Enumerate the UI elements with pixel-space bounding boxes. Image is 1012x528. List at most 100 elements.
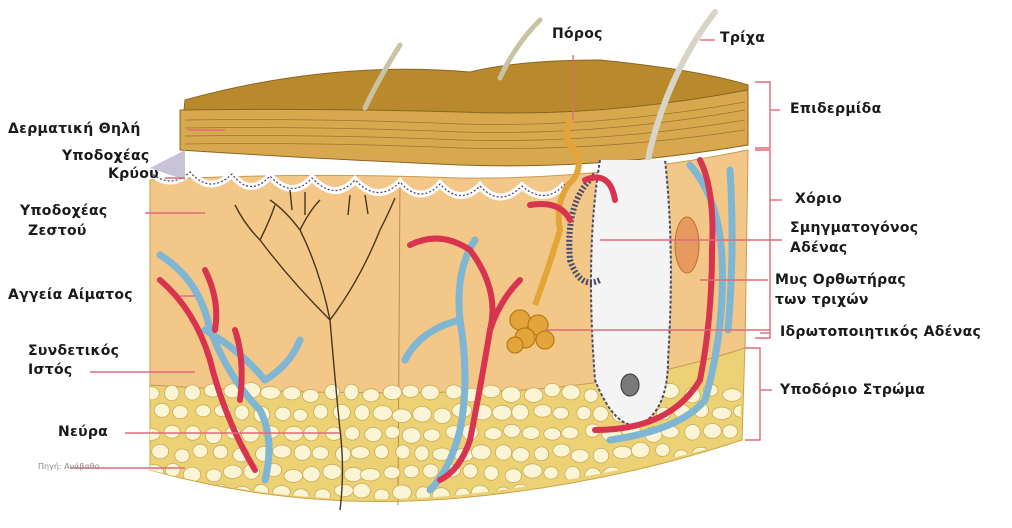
label-heat-receptor-2: Ζεστού xyxy=(28,223,87,240)
fat-cell xyxy=(294,445,311,460)
fat-cell xyxy=(176,483,191,498)
fat-cell xyxy=(363,389,380,402)
fat-cell xyxy=(504,424,521,437)
fat-cell xyxy=(373,406,392,421)
fat-cell xyxy=(293,409,307,421)
fat-cell xyxy=(472,445,491,460)
fat-cell xyxy=(144,465,163,480)
fat-cell xyxy=(534,488,552,501)
fat-cell xyxy=(544,467,558,479)
label-cold-receptor-2: Κρύου xyxy=(108,166,159,183)
fat-cell xyxy=(384,466,400,479)
fat-cell xyxy=(213,445,228,459)
fat-cell xyxy=(721,468,740,483)
fat-cell xyxy=(421,385,439,400)
fat-cell xyxy=(701,465,720,478)
fat-cell xyxy=(676,488,690,503)
fat-cell xyxy=(303,467,320,482)
fat-cell xyxy=(183,467,200,482)
label-epidermis: Επιδερμίδα xyxy=(790,101,882,118)
fat-cell xyxy=(365,427,382,441)
fat-cell xyxy=(463,464,478,478)
label-dermal-papilla: Δερματική Θηλή xyxy=(8,121,141,138)
fat-cell xyxy=(185,385,201,400)
fat-cell xyxy=(275,407,291,420)
fat-cell xyxy=(723,389,742,402)
fat-cell xyxy=(534,405,552,418)
fat-cell xyxy=(596,486,611,501)
source-caption: Πηγή: Ανάβαθο xyxy=(38,462,100,471)
fat-cell xyxy=(485,428,502,440)
fat-cell xyxy=(353,483,370,498)
fat-cell xyxy=(196,405,211,417)
fat-cell xyxy=(697,485,712,497)
fat-cell xyxy=(484,466,498,480)
fat-cell xyxy=(165,385,179,401)
fat-cell xyxy=(333,405,350,421)
fat-cell xyxy=(614,486,633,500)
fat-cell xyxy=(523,464,542,478)
fat-cell xyxy=(345,427,360,441)
fat-cell xyxy=(512,404,529,420)
fat-cell xyxy=(666,470,682,482)
label-blood-vessels: Αγγεία Αίματος xyxy=(8,287,133,304)
fat-cell xyxy=(351,447,370,459)
fat-cell xyxy=(360,469,380,481)
fat-cell xyxy=(715,484,732,497)
fat-cell xyxy=(402,428,421,444)
fat-cell xyxy=(703,424,721,439)
fat-cell xyxy=(334,484,353,496)
label-sebaceous-gland-2: Αδένας xyxy=(790,240,848,257)
fat-cell xyxy=(141,428,160,440)
fat-cell xyxy=(737,488,752,501)
fat-cell xyxy=(284,470,303,483)
fat-cell xyxy=(261,386,281,399)
fat-cell xyxy=(344,384,358,400)
fat-cell xyxy=(273,445,292,458)
fat-cell xyxy=(432,488,450,504)
hair-bulb xyxy=(621,374,639,396)
fat-cell xyxy=(415,446,429,461)
fat-cell xyxy=(254,484,269,497)
fat-cell xyxy=(525,388,543,403)
fat-cell xyxy=(613,446,632,458)
fat-cell xyxy=(413,406,432,422)
fat-cell xyxy=(731,446,749,461)
fat-cell xyxy=(344,467,362,481)
fat-cell xyxy=(404,465,419,478)
fat-cell xyxy=(383,385,402,400)
fat-cell xyxy=(631,442,649,457)
fat-cell xyxy=(512,448,529,462)
fat-cell xyxy=(482,385,500,398)
label-hair: Τρίχα xyxy=(720,30,765,47)
fat-cell xyxy=(522,427,539,440)
fat-cell xyxy=(562,385,580,400)
label-nerves: Νεύρα xyxy=(58,424,108,441)
fat-cell xyxy=(235,405,249,420)
label-pore: Πόρος xyxy=(552,26,603,43)
label-connective-tissue-1: Συνδετικός xyxy=(28,343,119,360)
arrector-muscle xyxy=(675,217,699,273)
label-dermis: Χόριο xyxy=(795,191,842,208)
fat-cell xyxy=(495,445,511,460)
fat-cell xyxy=(502,387,521,403)
fat-cell xyxy=(656,444,670,457)
fat-cell xyxy=(593,448,608,463)
fat-cell xyxy=(402,385,419,397)
fat-cell xyxy=(562,427,579,439)
fat-cell xyxy=(206,469,221,482)
fat-cell xyxy=(554,486,573,500)
fat-cell xyxy=(312,447,329,460)
fat-cell xyxy=(654,485,671,501)
fat-cell xyxy=(336,447,351,462)
fat-cell xyxy=(685,424,701,440)
fat-cell xyxy=(393,485,412,500)
fat-cell xyxy=(154,403,170,417)
fat-cell xyxy=(505,469,521,483)
fat-cell xyxy=(205,428,221,444)
label-sweat-gland: Ιδρωτοποιητικός Αδένας xyxy=(780,324,981,341)
fat-cell xyxy=(423,464,439,478)
fat-cell xyxy=(302,389,319,402)
fat-cell xyxy=(634,485,651,498)
